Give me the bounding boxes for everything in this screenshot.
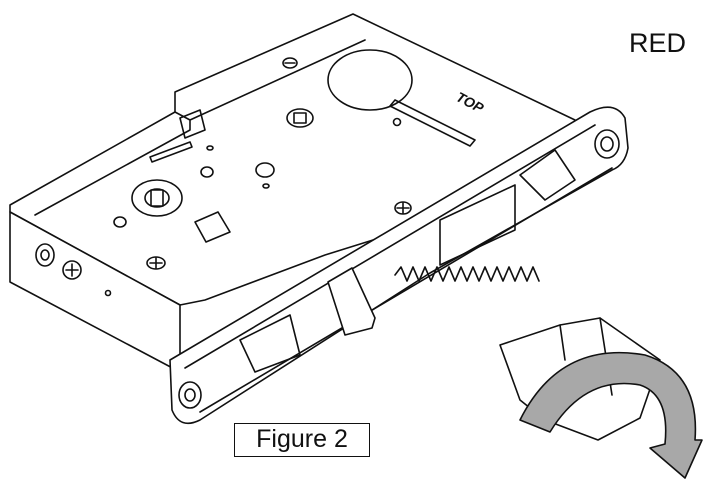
latch-pocket <box>439 184 516 266</box>
hole-icon <box>262 183 270 189</box>
lock-body-step <box>34 39 366 216</box>
cylinder-hole <box>327 49 413 111</box>
red-label: RED <box>629 28 687 58</box>
screw-icon <box>282 57 298 69</box>
stop-mechanism <box>519 149 576 201</box>
square-spindle-hole-icon <box>286 108 314 128</box>
front-wall-hole-icon <box>35 243 55 267</box>
tab <box>194 211 231 243</box>
hole-icon <box>113 216 127 228</box>
hole-icon <box>255 162 275 178</box>
hole-icon <box>206 145 214 151</box>
faceplate-bottom-hole-icon <box>178 381 202 409</box>
hole-icon <box>200 166 214 178</box>
hub-icon <box>131 179 183 217</box>
front-wall-small-hole-icon <box>104 289 112 297</box>
face-plate-inner-edge <box>184 124 613 413</box>
faceplate-top-hole-icon <box>594 129 620 159</box>
figure-caption: Figure 2 <box>234 423 370 457</box>
latch-bracket <box>239 314 301 373</box>
screw-icon <box>62 260 82 280</box>
screw-icon <box>394 201 412 215</box>
screw-icon <box>146 256 166 270</box>
slot <box>149 141 193 163</box>
small-hole-icon <box>392 117 402 127</box>
curved-arrow-icon <box>519 351 703 479</box>
top-marker-slot <box>389 99 476 147</box>
coil-spring-icon <box>394 266 540 282</box>
auxiliary-latch <box>327 267 376 336</box>
tab <box>179 109 206 139</box>
